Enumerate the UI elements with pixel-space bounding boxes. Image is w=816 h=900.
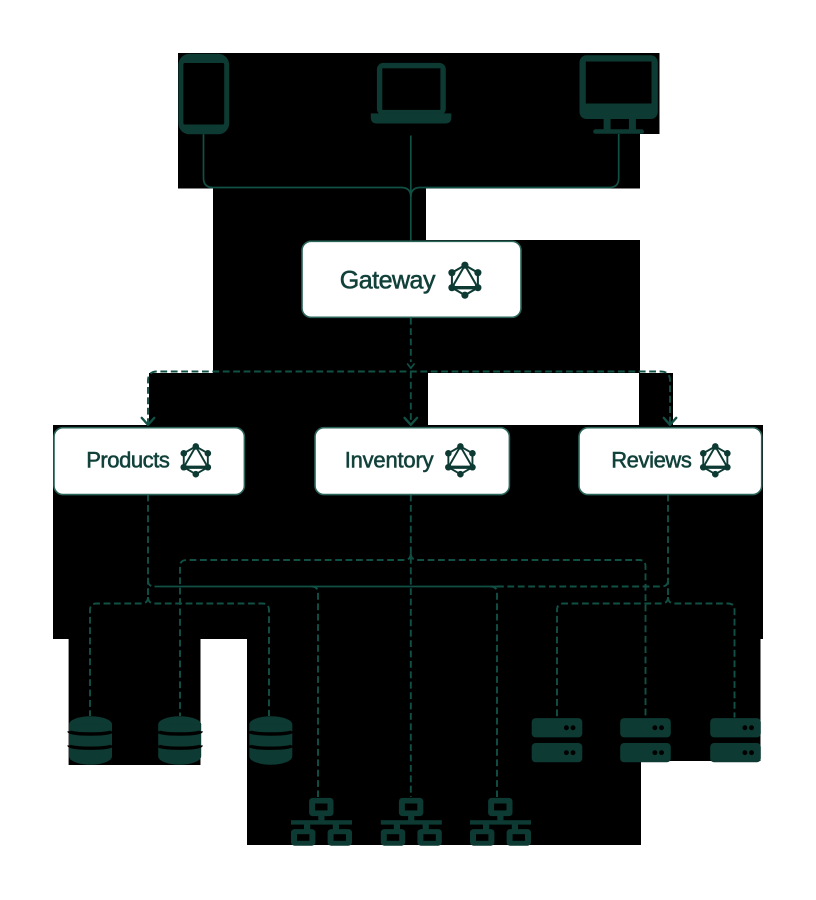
svg-text:Gateway: Gateway <box>340 266 436 294</box>
svg-text:Inventory: Inventory <box>345 448 434 473</box>
svg-text:Reviews: Reviews <box>611 448 692 473</box>
svg-text:Products: Products <box>86 448 170 473</box>
